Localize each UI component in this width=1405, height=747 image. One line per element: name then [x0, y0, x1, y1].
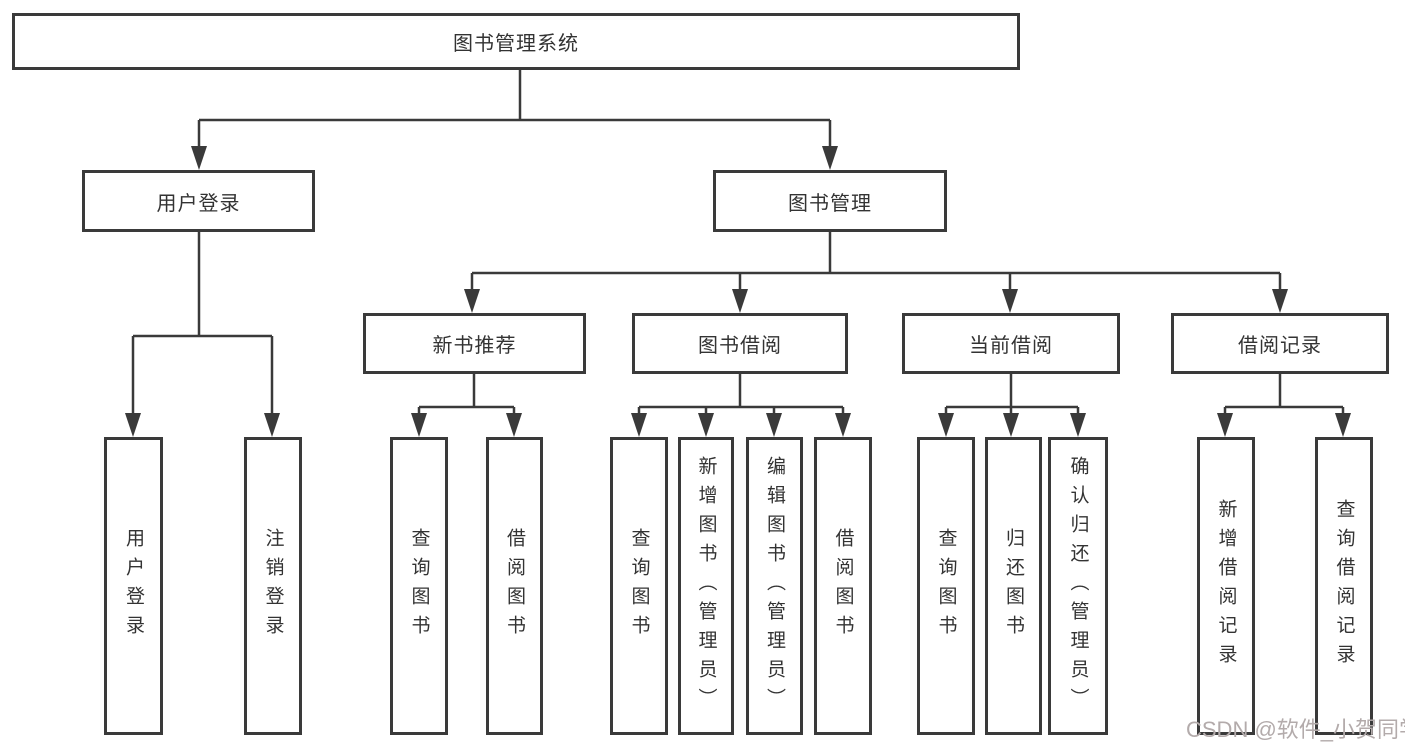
- node-leaf-borrow-books-recommend: 借阅图书: [486, 437, 543, 735]
- csdn-watermark: CSDN @软件_小贺同学: [1186, 717, 1405, 742]
- node-leaf-add-books-admin: 新增图书（管理员）: [678, 437, 734, 735]
- node-label: 确认归还（管理员）: [1067, 455, 1089, 717]
- node-leaf-user-login: 用户登录: [104, 437, 163, 735]
- node-leaf-logout: 注销登录: [244, 437, 302, 735]
- node-label: 查询图书: [628, 528, 650, 644]
- node-label: 用户登录: [123, 528, 144, 644]
- node-label: 新增借阅记录: [1215, 499, 1237, 673]
- node-label: 归还图书: [1003, 528, 1024, 644]
- node-borrowing-records: 借阅记录: [1171, 313, 1389, 374]
- node-leaf-query-borrow-record: 查询借阅记录: [1315, 437, 1373, 735]
- node-root-library-system: 图书管理系统: [12, 13, 1020, 70]
- node-label: 新增图书（管理员）: [695, 455, 717, 717]
- node-new-book-recommendation: 新书推荐: [363, 313, 586, 374]
- node-label: 查询图书: [935, 528, 957, 644]
- node-leaf-return-books: 归还图书: [985, 437, 1042, 735]
- node-label: 借阅记录: [1238, 335, 1322, 357]
- node-label: 查询图书: [408, 528, 430, 644]
- node-leaf-query-books-recommend: 查询图书: [390, 437, 448, 735]
- node-leaf-edit-books-admin: 编辑图书（管理员）: [746, 437, 803, 735]
- node-label: 用户登录: [156, 192, 241, 215]
- node-leaf-query-books-current: 查询图书: [917, 437, 975, 735]
- node-label: 新书推荐: [432, 335, 517, 357]
- node-label: 图书借阅: [698, 335, 782, 357]
- node-label: 借阅图书: [832, 528, 854, 644]
- node-book-borrowing: 图书借阅: [632, 313, 848, 374]
- node-user-login-branch: 用户登录: [82, 170, 315, 232]
- connector-arrowheads: [125, 146, 1351, 437]
- node-label: 借阅图书: [504, 528, 525, 644]
- node-label: 当前借阅: [969, 335, 1053, 357]
- node-leaf-query-books-borrowing: 查询图书: [610, 437, 668, 735]
- node-leaf-confirm-return-admin: 确认归还（管理员）: [1048, 437, 1108, 735]
- node-label: 查询借阅记录: [1333, 499, 1355, 673]
- node-label: 图书管理系统: [453, 33, 579, 55]
- node-leaf-add-borrow-record: 新增借阅记录: [1197, 437, 1255, 735]
- node-book-management-branch: 图书管理: [713, 170, 947, 232]
- node-current-borrowing: 当前借阅: [902, 313, 1120, 374]
- node-label: 编辑图书（管理员）: [764, 455, 785, 717]
- node-leaf-borrow-books: 借阅图书: [814, 437, 872, 735]
- node-label: 图书管理: [788, 192, 872, 215]
- node-label: 注销登录: [262, 528, 284, 644]
